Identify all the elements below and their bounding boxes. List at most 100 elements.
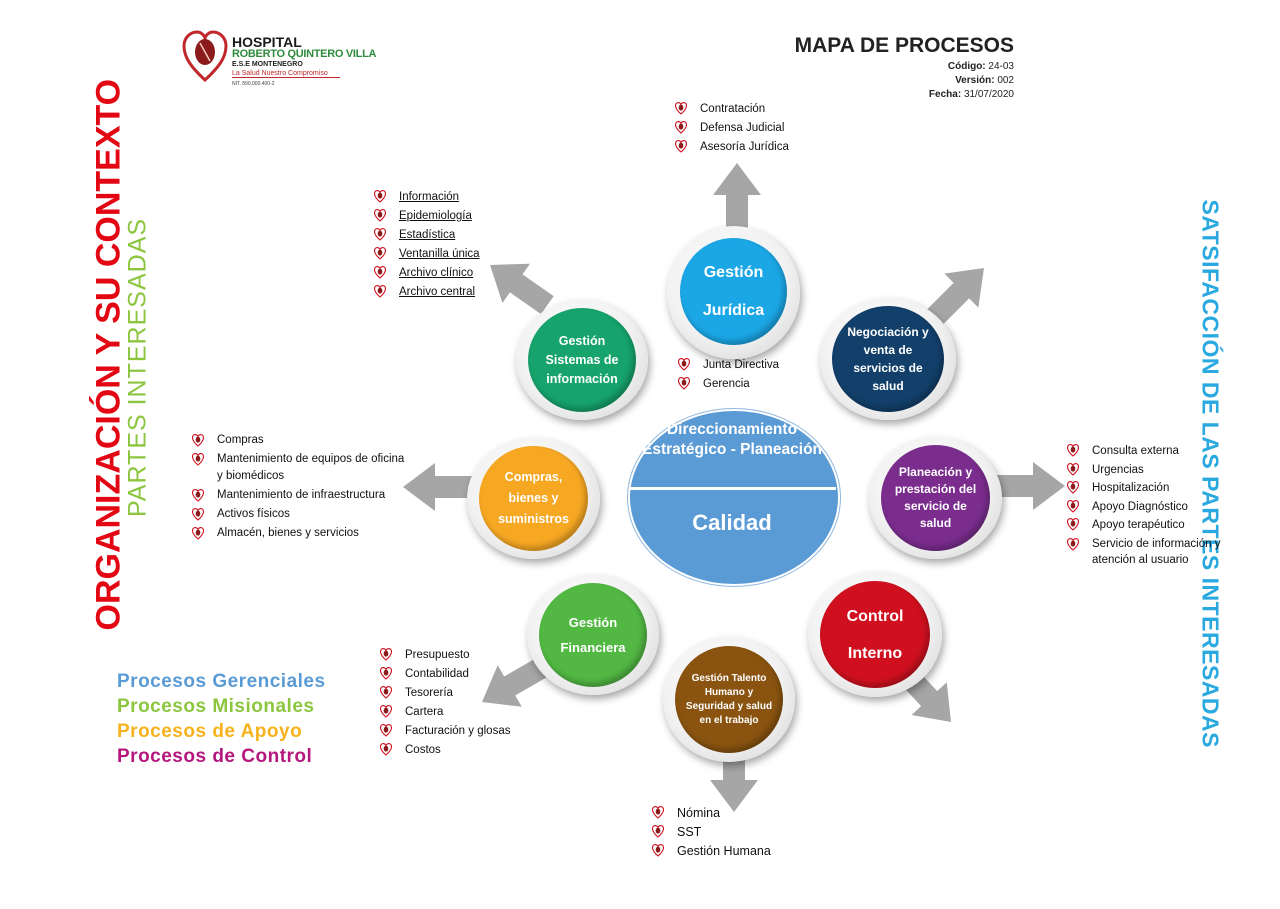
heart-bullet-icon — [677, 358, 691, 371]
list-planeacion: Consulta externa Urgencias Hospitalizaci… — [1066, 442, 1227, 568]
heart-bullet-icon — [674, 140, 688, 153]
heart-bullet-icon — [651, 806, 665, 819]
logo-line-1: HOSPITAL — [232, 34, 302, 50]
heart-bullet-icon — [1066, 499, 1080, 513]
list-item-label[interactable]: Ventanilla única — [399, 248, 480, 260]
list-item[interactable]: Estadística — [373, 226, 480, 245]
list-item-label: Almacén, bienes y servicios — [217, 527, 359, 539]
arrow-juridica — [713, 163, 761, 233]
process-control-l2: Interno — [847, 644, 903, 662]
list-item: Mantenimiento de infraestructura — [191, 487, 407, 504]
heart-bullet-icon — [651, 825, 665, 838]
legend-gerenciales: Procesos Gerenciales — [117, 671, 326, 692]
process-sistemas[interactable]: Gestión Sistemas de información — [528, 308, 636, 412]
list-juridica: Contratación Defensa Judicial Asesoría J… — [674, 100, 789, 157]
process-planeacion[interactable]: Planeación y prestación del servicio de … — [881, 445, 990, 551]
side-text-partes-interesadas: PARTES INTERESADAS — [123, 217, 152, 518]
list-item: Tesorería — [379, 684, 510, 703]
list-item: Nómina — [651, 804, 771, 823]
heart-bullet-icon — [191, 527, 205, 540]
logo-nit: NIT. 890.000.400-2 — [232, 81, 275, 87]
heart-bullet-icon — [1066, 444, 1080, 457]
heart-bullet-icon — [373, 228, 387, 241]
list-item: Compras — [191, 432, 407, 449]
process-talento-label: Gestión Talento Humano y Seguridad y sal… — [685, 672, 773, 726]
heart-bullet-icon — [379, 648, 393, 661]
center-direccionamiento: Direccionamiento Estratégico - Planeació… — [641, 421, 823, 458]
list-item: Facturación y glosas — [379, 722, 510, 741]
list-item-label[interactable]: Epidemiología — [399, 210, 472, 222]
list-item-label: Compras — [217, 434, 264, 446]
list-item[interactable]: Ventanilla única — [373, 245, 480, 264]
process-negociacion[interactable]: Negociación y venta de servicios de salu… — [832, 306, 944, 412]
list-compras: Compras Mantenimiento de equipos de ofic… — [191, 432, 407, 542]
list-talento: Nómina SST Gestión Humana — [651, 804, 771, 861]
list-item: Mantenimiento de equipos de oficina y bi… — [191, 451, 407, 485]
list-item: Apoyo Diagnóstico — [1066, 498, 1227, 517]
heart-bullet-icon — [373, 190, 387, 203]
heart-bullet-icon — [1066, 462, 1080, 476]
version-label: Versión: — [955, 75, 995, 86]
heart-bullet-icon — [379, 743, 393, 756]
legend-misionales: Procesos Misionales — [117, 696, 315, 717]
list-item-label[interactable]: Archivo clínico — [399, 267, 474, 279]
process-sistemas-label: Gestión Sistemas de información — [545, 333, 619, 386]
heart-bullet-icon — [191, 434, 205, 447]
list-item-label[interactable]: Estadística — [399, 229, 456, 241]
process-compras[interactable]: Compras, bienes y suministros — [479, 446, 588, 551]
heart-bullet-icon — [379, 686, 393, 699]
process-talento[interactable]: Gestión Talento Humano y Seguridad y sal… — [675, 646, 783, 753]
list-item[interactable]: Epidemiología — [373, 207, 480, 226]
list-item-label: Contratación — [700, 103, 766, 115]
process-juridica[interactable]: Gestión Jurídica — [680, 238, 787, 345]
list-item-label: Tesorería — [405, 687, 453, 699]
list-item: Contabilidad — [379, 665, 510, 684]
version-value: 002 — [997, 75, 1014, 86]
list-item: Presupuesto — [379, 646, 510, 665]
center-calidad: Calidad — [692, 510, 772, 535]
list-item: Asesoría Jurídica — [674, 138, 789, 157]
fecha-row: Fecha: 31/07/2020 — [929, 89, 1014, 100]
logo-slogan: La Salud Nuestro Compromiso — [232, 70, 340, 78]
heart-bullet-icon — [1066, 481, 1080, 494]
list-item-label: SST — [677, 825, 702, 839]
list-item: Gerencia — [677, 375, 779, 394]
list-item-label: Servicio de información y atención al us… — [1092, 537, 1221, 566]
process-compras-label: Compras, bienes y suministros — [498, 470, 569, 526]
list-item[interactable]: Información — [373, 188, 480, 207]
list-item-label[interactable]: Información — [399, 191, 460, 203]
process-control[interactable]: Control Interno — [820, 581, 930, 688]
list-item: Activos físicos — [191, 506, 407, 523]
list-item-label: Presupuesto — [405, 649, 470, 661]
process-control-l1: Control — [846, 607, 904, 625]
list-item: Hospitalización — [1066, 479, 1227, 498]
fecha-value: 31/07/2020 — [963, 89, 1014, 100]
list-item-label: Apoyo Diagnóstico — [1092, 500, 1188, 513]
heart-bullet-icon — [191, 508, 205, 521]
heart-bullet-icon — [379, 705, 393, 718]
list-item-label: Consulta externa — [1092, 445, 1179, 457]
process-negociacion-label: Negociación y venta de servicios de salu… — [847, 325, 929, 393]
legend-apoyo: Procesos de Apoyo — [117, 721, 303, 742]
process-financiera[interactable]: Gestión Financiera — [539, 583, 647, 687]
list-item-label: Junta Directiva — [703, 359, 780, 371]
list-item-label: Cartera — [405, 706, 444, 718]
list-item-label: Urgencias — [1092, 463, 1144, 476]
list-item-label: Activos físicos — [217, 508, 290, 520]
heart-bullet-icon — [674, 121, 688, 134]
heart-bullet-icon — [373, 209, 387, 222]
heart-bullet-icon — [379, 724, 393, 737]
list-item: Consulta externa — [1066, 442, 1227, 461]
list-sistemas: Información Epidemiología Estadística Ve… — [373, 188, 480, 302]
list-item[interactable]: Archivo central — [373, 283, 480, 302]
list-item: Gestión Humana — [651, 842, 771, 861]
arrow-compras — [403, 463, 473, 511]
list-item[interactable]: Archivo clínico — [373, 264, 480, 283]
list-item: Servicio de información y atención al us… — [1066, 536, 1227, 568]
heart-bullet-icon — [373, 266, 387, 279]
codigo-label: Código: — [947, 61, 986, 72]
list-item-label[interactable]: Archivo central — [399, 286, 476, 298]
fecha-label: Fecha: — [928, 89, 962, 100]
list-item-label: Mantenimiento de equipos de oficina y bi… — [217, 453, 405, 482]
center-circle — [628, 409, 840, 586]
